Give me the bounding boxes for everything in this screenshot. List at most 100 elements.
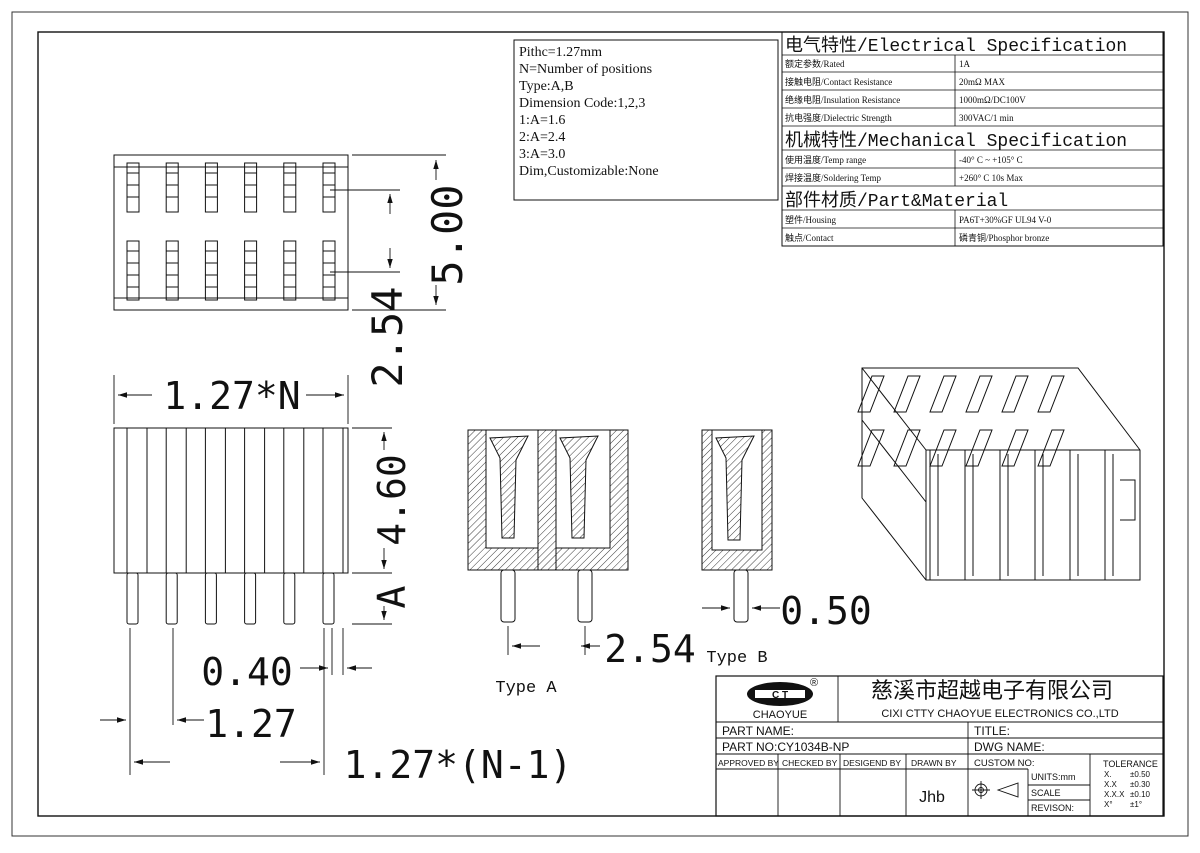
spec-label: 抗电强度/Dielectric Strength	[785, 112, 892, 123]
notes-box: Pithc=1.27mm N=Number of positions Type:…	[513, 39, 779, 201]
iso-window	[857, 375, 885, 413]
note-line: Type:A,B	[519, 79, 574, 94]
spec-value: 300VAC/1 min	[959, 113, 1014, 123]
spec-value: 20mΩ MAX	[959, 77, 1005, 87]
tolerance-title: TOLERANCE	[1103, 759, 1158, 769]
dwg-name-label: DWG NAME:	[974, 740, 1045, 754]
tolerance-key: X°	[1104, 800, 1113, 809]
iso-window	[857, 429, 885, 467]
spec-label: 绝缘电阻/Insulation Resistance	[785, 94, 900, 105]
pin	[283, 572, 296, 625]
designed-by-label: DESIGEND BY	[843, 758, 901, 768]
drawn-by-name: Jhb	[919, 789, 945, 806]
contact-window	[283, 162, 297, 213]
iso-window	[893, 429, 921, 467]
tolerance-value: ±0.10	[1130, 790, 1151, 799]
dim-body-height: 4.60	[370, 454, 414, 546]
dim-top-height: 5.00	[423, 184, 472, 285]
type-b-section	[701, 429, 773, 623]
inner-frame	[37, 31, 1165, 817]
note-line: N=Number of positions	[519, 62, 652, 77]
note-line: Dimension Code:1,2,3	[519, 96, 645, 111]
company-logo: C T	[747, 682, 813, 706]
iso-window	[1001, 375, 1029, 413]
iso-window	[1037, 375, 1065, 413]
spec-label: 使用温度/Temp range	[785, 154, 866, 165]
spec-value: PA6T+30%GF UL94 V-0	[959, 215, 1052, 225]
title-label: TITLE:	[974, 724, 1010, 738]
contact-window	[204, 162, 218, 213]
projection-symbol-icon	[972, 781, 1019, 799]
dim-width: 1.27*N	[163, 374, 300, 418]
units-label: UNITS:mm	[1031, 772, 1076, 782]
part-name-label: PART NAME:	[722, 724, 794, 738]
material-title: 部件材质/Part&Material	[785, 190, 1008, 212]
note-line: Dim,Customizable:None	[519, 164, 659, 179]
pin	[165, 572, 178, 625]
contact-window	[244, 240, 258, 301]
spec-value: -40° C ~ +105° C	[959, 155, 1023, 165]
type-a-section	[467, 429, 629, 623]
iso-window	[965, 429, 993, 467]
logo-text: CHAOYUE	[753, 709, 807, 721]
iso-window	[893, 375, 921, 413]
type-b-label: Type B	[706, 649, 767, 668]
iso-window	[1037, 429, 1065, 467]
approved-by-label: APPROVED BY	[718, 758, 779, 768]
dim-pin-length: A	[370, 585, 414, 608]
dim-type-b-pin: 0.50	[780, 589, 872, 633]
contact-window	[322, 162, 336, 213]
contact-window	[244, 162, 258, 213]
tolerance-key: X.X.X	[1104, 790, 1125, 799]
note-line: Pithc=1.27mm	[519, 45, 602, 60]
iso-window	[929, 375, 957, 413]
type-a-label: Type A	[495, 679, 557, 698]
top-view	[113, 154, 349, 311]
dim-span: 1.27*(N-1)	[344, 743, 573, 787]
revison-label: REVISON:	[1031, 803, 1074, 813]
svg-text:C T: C T	[772, 690, 788, 701]
part-no-label: PART NO:CY1034B-NP	[722, 740, 849, 754]
electrical-title: 电气特性/Electrical Specification	[785, 35, 1127, 57]
mechanical-title: 机械特性/Mechanical Specification	[785, 130, 1127, 152]
contact-window	[283, 240, 297, 301]
note-line: 2:A=2.4	[519, 130, 565, 145]
contact-window	[322, 240, 336, 301]
contact-window	[165, 162, 179, 213]
checked-by-label: CHECKED BY	[782, 758, 838, 768]
spec-label: 触点/Contact	[785, 232, 834, 243]
contact-window	[165, 240, 179, 301]
spec-value: 1A	[959, 59, 971, 69]
iso-window	[929, 429, 957, 467]
front-view	[113, 427, 349, 625]
scale-label: SCALE	[1031, 788, 1061, 798]
registered-mark: ®	[810, 677, 818, 689]
dim-pin-width: 0.40	[201, 650, 293, 694]
company-name-cn: 慈溪市超越电子有限公司	[871, 678, 1113, 703]
drawn-by-label: DRAWN BY	[911, 758, 957, 768]
custom-no-label: CUSTOM NO:	[974, 758, 1035, 769]
tolerance-value: ±0.50	[1130, 770, 1151, 779]
spec-value: +260° C 10s Max	[959, 173, 1023, 183]
note-line: 3:A=3.0	[519, 147, 565, 162]
pin	[322, 572, 335, 625]
spec-value: 磷青铜/Phosphor bronze	[959, 232, 1049, 243]
title-block	[715, 675, 1164, 817]
tolerance-key: X.	[1104, 770, 1112, 779]
spec-label: 塑件/Housing	[785, 214, 837, 225]
note-line: 1:A=1.6	[519, 113, 565, 128]
spec-table: 电气特性/Electrical Specification 额定参数/Rated…	[781, 31, 1164, 247]
spec-label: 接触电阻/Contact Resistance	[785, 76, 892, 87]
pin	[204, 572, 217, 625]
spec-label: 焊接温度/Soldering Temp	[785, 172, 881, 183]
tolerance-value: ±0.30	[1130, 780, 1151, 789]
contact-window	[126, 162, 140, 213]
company-name-en: CIXI CTTY CHAOYUE ELECTRONICS CO.,LTD	[881, 708, 1118, 720]
tolerance-key: X.X	[1104, 780, 1118, 789]
type-a-dimension	[507, 626, 600, 655]
iso-window	[965, 375, 993, 413]
iso-window	[1001, 429, 1029, 467]
front-view-dimensions	[100, 375, 392, 775]
outer-frame	[11, 11, 1189, 837]
